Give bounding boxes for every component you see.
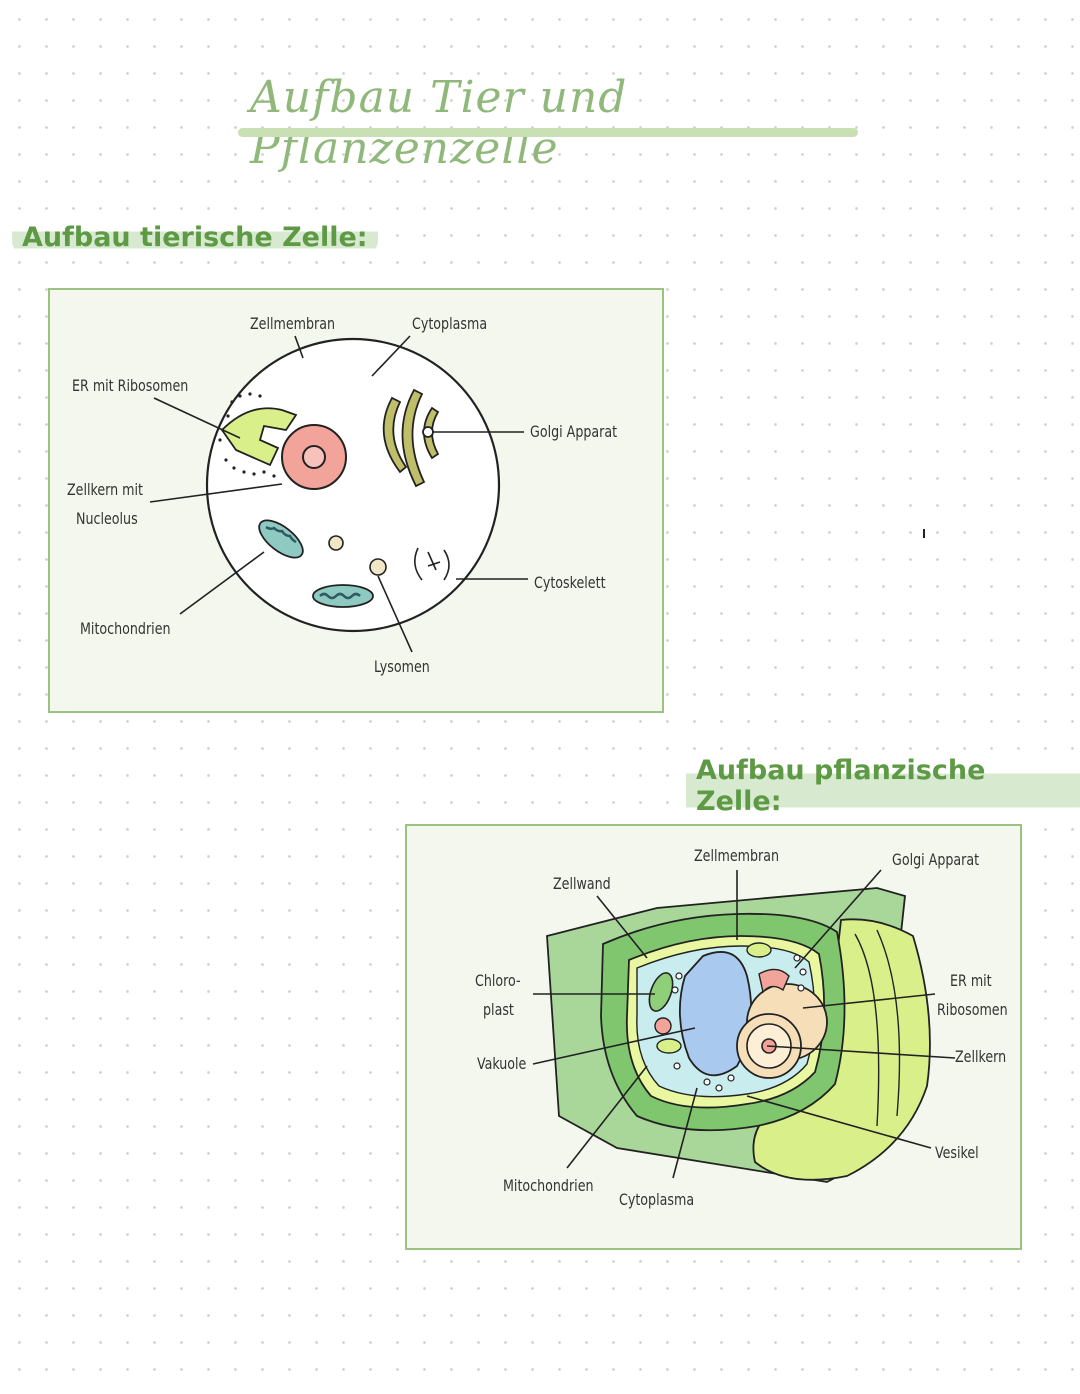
- vacuole-shape: [678, 951, 753, 1077]
- plant-cell-panel: Zellmembran Golgi Apparat Zellwand Chlor…: [405, 824, 1022, 1250]
- label-zellmembran: Zellmembran: [250, 314, 336, 333]
- plant-mitochondrion-shape: [654, 1017, 672, 1035]
- label-cytoskelett: Cytoskelett: [534, 573, 606, 592]
- title-underline: [238, 128, 858, 137]
- plant-label-golgi: Golgi Apparat: [892, 850, 980, 869]
- er-ribosomes-shape: [218, 392, 298, 478]
- plant-label-vesikel: Vesikel: [935, 1143, 979, 1162]
- plant-label-mitochondrien: Mitochondrien: [503, 1176, 594, 1195]
- plant-label-vakuole: Vakuole: [477, 1054, 527, 1073]
- cytoskeleton-shape: [414, 547, 450, 581]
- stray-pen-mark: [923, 529, 925, 538]
- plant-cell-heading: Aufbau pflanzische Zelle:: [686, 755, 1080, 817]
- label-mitochondrien: Mitochondrien: [80, 619, 171, 638]
- animal-cell-diagram: [149, 335, 528, 653]
- golgi-shape: [382, 388, 440, 488]
- plant-cell-diagram: [532, 869, 956, 1183]
- label-zellkern-line1: Zellkern mit: [67, 480, 143, 499]
- plant-golgi-shape: [758, 968, 790, 994]
- label-cytoplasma: Cytoplasma: [412, 314, 488, 333]
- plant-label-chloroplast-line1: Chloro-: [475, 971, 521, 990]
- animal-cell-heading: Aufbau tierische Zelle:: [12, 222, 378, 253]
- plant-label-zellwand: Zellwand: [553, 874, 611, 893]
- lysosome-shapes: [328, 535, 387, 576]
- vesicle-shapes: [671, 954, 807, 1092]
- plant-label-zellmembran: Zellmembran: [694, 846, 780, 865]
- label-lysomen: Lysomen: [374, 657, 430, 676]
- plant-label-cytoplasma: Cytoplasma: [619, 1190, 695, 1209]
- animal-cell-panel: Zellmembran Cytoplasma ER mit Ribosomen …: [48, 288, 664, 713]
- plant-leader-lines: [532, 869, 956, 1179]
- mitochondria-shapes: [258, 519, 374, 608]
- plant-label-zellkern: Zellkern: [955, 1047, 1007, 1066]
- label-er-ribosomen: ER mit Ribosomen: [72, 376, 189, 395]
- animal-leader-lines: [149, 335, 528, 653]
- plant-label-er-line1: ER mit: [950, 971, 992, 990]
- chloroplast-shape: [648, 972, 674, 1012]
- label-golgi: Golgi Apparat: [530, 422, 618, 441]
- plant-label-chloroplast-line2: plast: [483, 1000, 514, 1019]
- nucleolus-shape: [302, 445, 326, 469]
- plant-label-er-line2: Ribosomen: [937, 1000, 1008, 1019]
- label-zellkern-line2: Nucleolus: [76, 509, 138, 528]
